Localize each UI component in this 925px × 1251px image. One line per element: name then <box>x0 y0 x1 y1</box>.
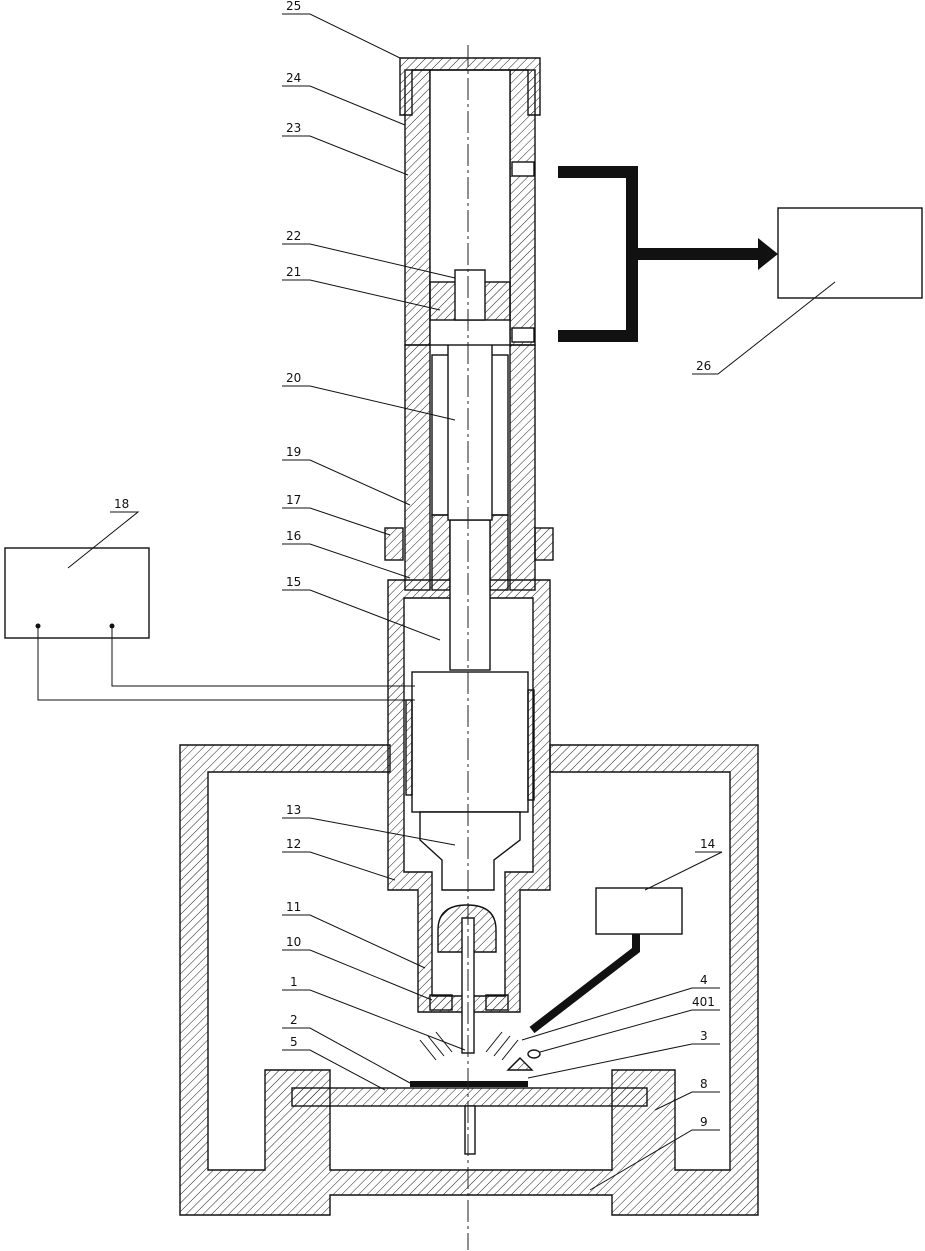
heat-rays-left <box>420 1032 452 1060</box>
label-15: 15 <box>286 575 301 589</box>
heater-element-401 <box>528 1050 540 1058</box>
label-10: 10 <box>286 935 301 949</box>
label-22: 22 <box>286 229 301 243</box>
pressure-line <box>558 172 778 336</box>
label-17: 17 <box>286 493 301 507</box>
label-21: 21 <box>286 265 301 279</box>
controller-box-26 <box>778 208 922 298</box>
label-18: 18 <box>114 497 129 511</box>
label-16: 16 <box>286 529 301 543</box>
collet-nut-right <box>486 995 508 1010</box>
piston-nut <box>455 270 485 320</box>
label-23: 23 <box>286 121 301 135</box>
label-1: 1 <box>290 975 298 989</box>
heater-4 <box>508 1058 532 1070</box>
label-3: 3 <box>700 1029 708 1043</box>
support-plate <box>292 1088 647 1106</box>
tool-tip <box>465 1106 475 1154</box>
label-4: 4 <box>700 973 708 987</box>
label-14: 14 <box>700 837 715 851</box>
flange-bolt-right <box>535 528 553 560</box>
label-8: 8 <box>700 1077 708 1091</box>
label-25: 25 <box>286 0 301 13</box>
label-5: 5 <box>290 1035 298 1049</box>
label-401: 401 <box>692 995 715 1009</box>
label-13: 13 <box>286 803 301 817</box>
label-9: 9 <box>700 1115 708 1129</box>
label-24: 24 <box>286 71 301 85</box>
lower-port <box>512 328 534 342</box>
collet-nut <box>430 995 452 1010</box>
sensor-arm <box>532 934 636 1030</box>
label-26: 26 <box>696 359 711 373</box>
label-12: 12 <box>286 837 301 851</box>
generator-box-18 <box>5 548 149 638</box>
upper-port <box>512 162 534 176</box>
label-19: 19 <box>286 445 301 459</box>
substrate <box>410 1081 528 1087</box>
heat-rays-right <box>486 1032 518 1060</box>
label-11: 11 <box>286 900 301 914</box>
sensor-box-14 <box>596 888 682 934</box>
label-2: 2 <box>290 1013 298 1027</box>
label-20: 20 <box>286 371 301 385</box>
flange-bolt-left <box>385 528 403 560</box>
